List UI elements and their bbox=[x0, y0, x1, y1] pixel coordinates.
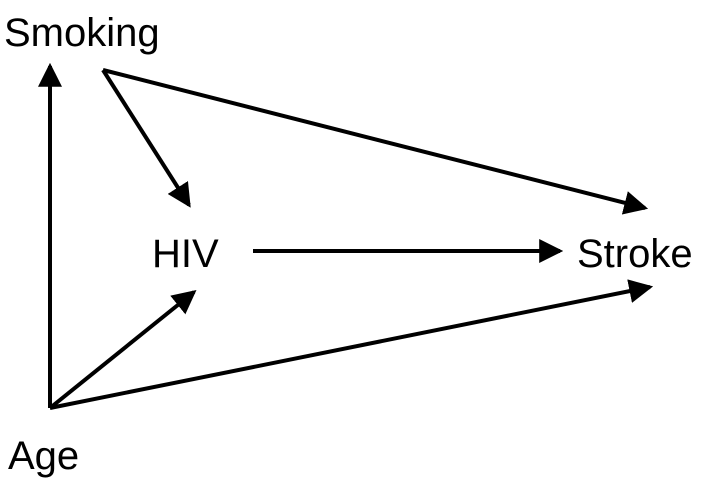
edge-smoking-to-hiv bbox=[101, 68, 191, 208]
edge-age-to-hiv bbox=[48, 289, 197, 410]
node-hiv: HIV bbox=[152, 232, 219, 276]
node-smoking: Smoking bbox=[4, 11, 160, 55]
node-age: Age bbox=[8, 434, 79, 478]
edge-age-to-stroke bbox=[49, 279, 654, 410]
node-stroke: Stroke bbox=[577, 232, 693, 276]
edge-smoking-to-stroke bbox=[102, 68, 649, 215]
